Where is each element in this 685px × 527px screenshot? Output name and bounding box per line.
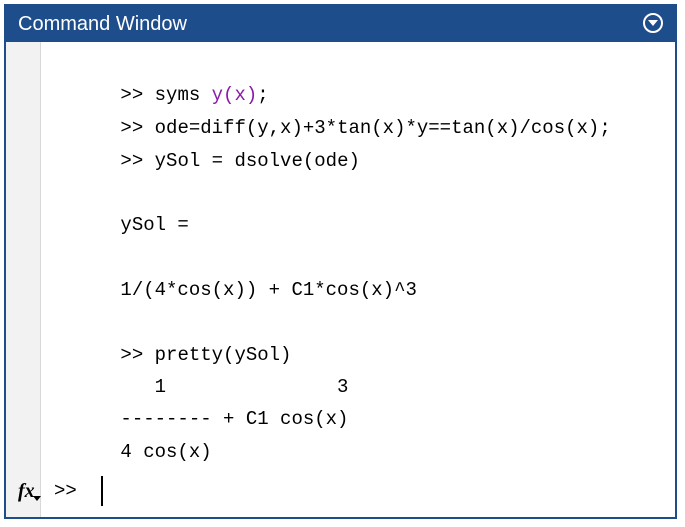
chevron-down-circle-icon[interactable] [643, 13, 663, 33]
code: syms [154, 84, 212, 106]
fx-icon[interactable]: fx [18, 480, 35, 502]
output: -------- + C1 cos(x) [120, 408, 349, 430]
console-line: -------- + C1 cos(x) [52, 386, 348, 452]
chevron-down-icon[interactable] [33, 496, 41, 501]
output: ySol = [120, 214, 189, 236]
console-line: >> ySol = dsolve(ode) [52, 128, 360, 194]
console-line: 1 3 [52, 354, 349, 420]
command-prompt[interactable]: >> [54, 480, 77, 502]
console-line: >> syms y(x); [52, 62, 269, 128]
output: 1 3 [120, 376, 349, 398]
console-line: >> ode=diff(y,x)+3*tan(x)*y==tan(x)/cos(… [52, 95, 611, 161]
command-window: Command Window >> syms y(x); >> ode=diff… [4, 4, 677, 519]
window-title: Command Window [18, 13, 187, 35]
prompt: >> [120, 344, 155, 366]
symbolic-variable: y(x) [211, 84, 258, 106]
code: ySol = dsolve(ode) [154, 150, 360, 172]
prompt: >> [120, 84, 155, 106]
prompt: >> [120, 117, 155, 139]
console-line: ySol = [52, 192, 189, 258]
output: 4 cos(x) [120, 441, 212, 463]
gutter [6, 42, 41, 517]
text-cursor [101, 476, 103, 506]
output: 1/(4*cos(x)) + C1*cos(x)^3 [120, 279, 417, 301]
code: pretty(ySol) [154, 344, 292, 366]
code: ode=diff(y,x)+3*tan(x)*y==tan(x)/cos(x); [154, 117, 611, 139]
console-line: 4 cos(x) [52, 419, 212, 485]
console-line: 1/(4*cos(x)) + C1*cos(x)^3 [52, 257, 417, 323]
title-bar: Command Window [6, 6, 675, 42]
console-output[interactable]: >> syms y(x); >> ode=diff(y,x)+3*tan(x)*… [52, 42, 669, 517]
prompt: >> [120, 150, 155, 172]
code: ; [257, 84, 269, 106]
console-line: >> pretty(ySol) [52, 322, 291, 388]
